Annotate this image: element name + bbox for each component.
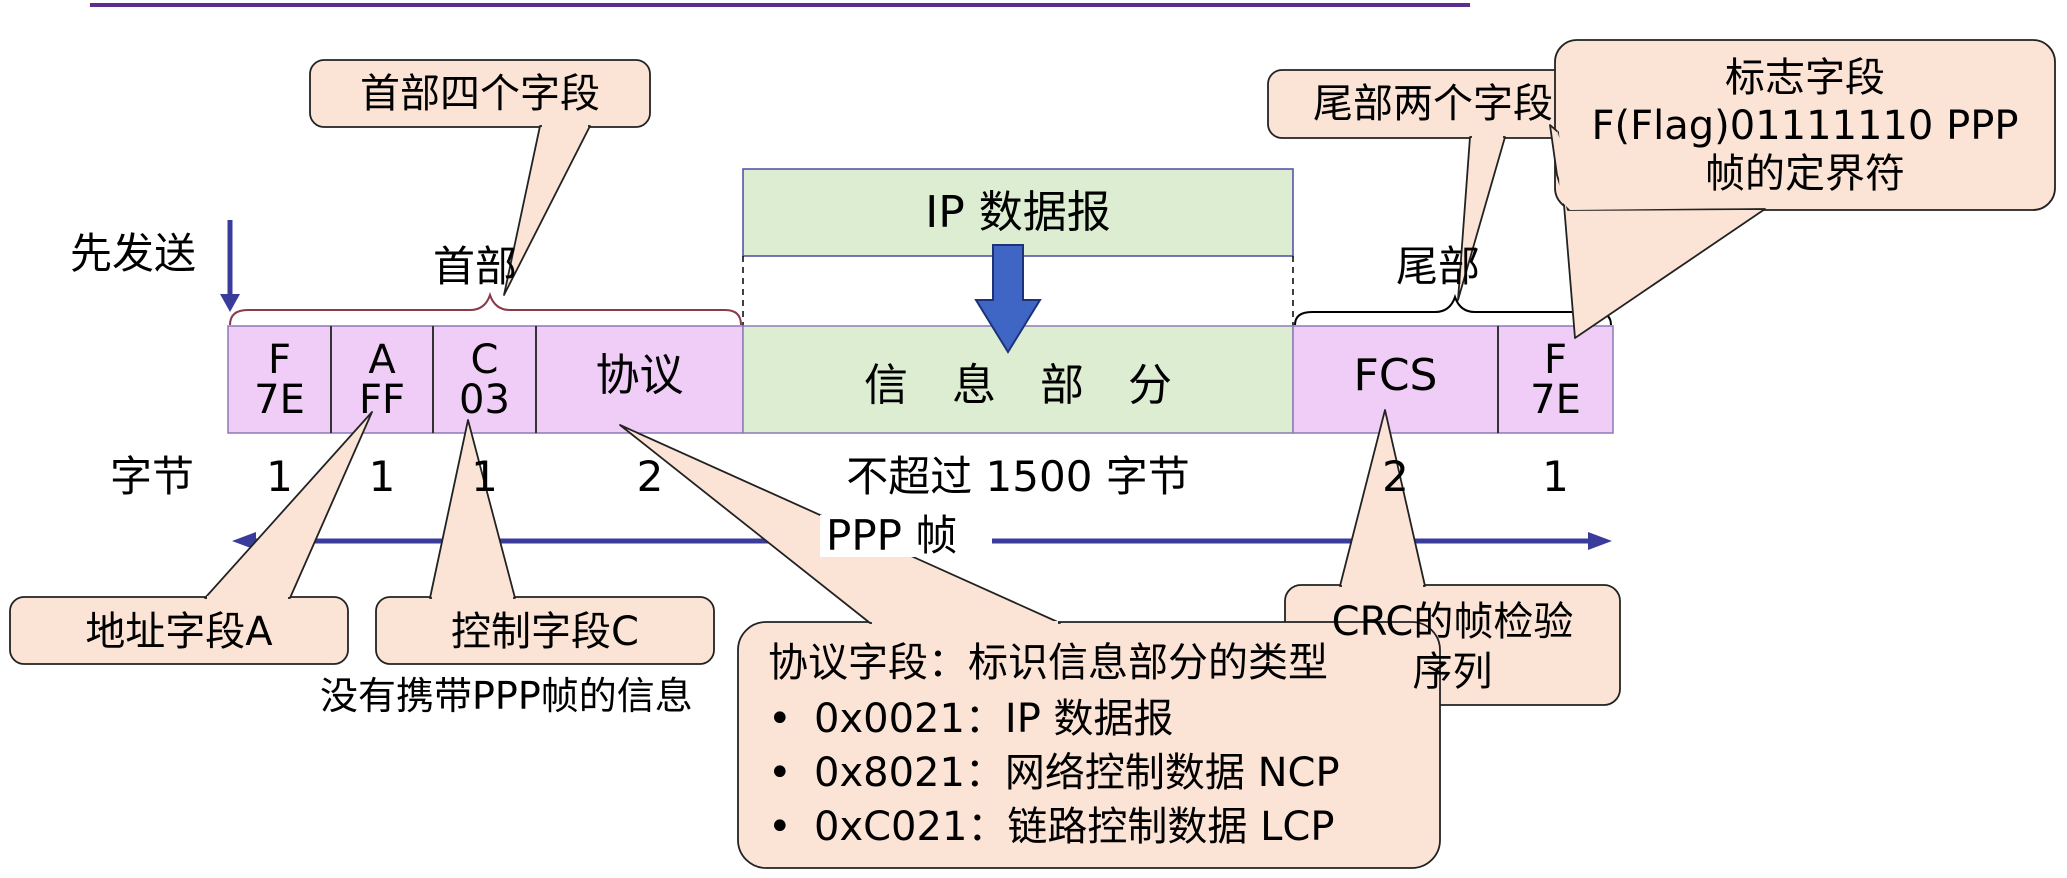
callout-flag-line3: 帧的定界符 [1705, 151, 1905, 197]
bytes-c: 1 [471, 452, 498, 501]
field-box-f-start [227, 325, 332, 434]
callout-address: 地址字段A [85, 609, 273, 655]
frame-length-arrow [232, 532, 1612, 550]
ip-datagram-label: IP 数据报 [925, 187, 1111, 238]
bytes-info: 不超过 1500 字节 [846, 452, 1190, 501]
field-box-fcs [1292, 325, 1499, 434]
field-box-info [742, 325, 1294, 434]
callout-crc-line2: 序列 [1412, 649, 1493, 695]
callout-address-shape [9, 411, 373, 665]
field-info: 信 息 部 分 [743, 336, 1293, 436]
field-protocol: 协议 [536, 326, 743, 426]
field-c: C 03 [433, 326, 536, 433]
field-box-a [330, 325, 434, 434]
field-a-value: FF [358, 376, 405, 423]
bytes-f-start: 1 [266, 452, 293, 501]
frame-label: PPP 帧 [820, 515, 964, 557]
field-fcs-name: FCS [1353, 350, 1438, 401]
bytes-protocol: 2 [636, 452, 664, 501]
callout-flag-line1: 标志字段 [1725, 55, 1885, 101]
trailer-label: 尾部 [1396, 242, 1481, 291]
callout-control-shape [375, 419, 715, 665]
bytes-label: 字节 [110, 452, 195, 501]
header-brace [229, 291, 742, 326]
callout-flag-line2: F(Flag)01111110 PPP [1591, 103, 2019, 149]
protocol-item-ip: 0x0021：IP 数据报 [768, 692, 1340, 746]
bytes-fcs: 2 [1382, 452, 1409, 501]
field-f-start: F 7E [228, 326, 331, 433]
callout-trailer-two-shape [1267, 69, 1599, 301]
down-arrow [974, 244, 1042, 354]
field-a-name: A [368, 336, 396, 383]
field-f-start-value: 7E [254, 376, 305, 423]
send-first-arrow [220, 220, 240, 312]
protocol-item-ncp: 0x8021：网络控制数据 NCP [768, 746, 1340, 800]
trailer-brace [1294, 293, 1612, 326]
bytes-a: 1 [368, 452, 396, 501]
field-protocol-name: 协议 [595, 350, 684, 401]
callout-header-four: 首部四个字段 [360, 71, 600, 117]
callout-flag-shape [1549, 39, 2056, 339]
field-box-c [432, 325, 537, 434]
field-f-end-value: 7E [1530, 376, 1581, 423]
protocol-item-lcp: 0xC021：链路控制数据 LCP [768, 800, 1340, 854]
callout-protocol-list: 0x0021：IP 数据报 0x8021：网络控制数据 NCP 0xC021：链… [768, 692, 1340, 854]
send-first-label: 先发送 [70, 229, 197, 278]
field-f-end: F 7E [1498, 326, 1613, 433]
callout-control: 控制字段C [451, 609, 639, 655]
callout-header-four-shape [309, 59, 651, 296]
field-a: A FF [331, 326, 433, 433]
field-info-name: 信 息 部 分 [864, 360, 1172, 411]
field-c-value: 03 [459, 376, 510, 423]
callout-trailer-two: 尾部两个字段 [1313, 81, 1553, 127]
bytes-f-end: 1 [1542, 452, 1569, 501]
field-f-end-name: F [1543, 336, 1567, 383]
callout-crc-line1: CRC的帧检验 [1331, 599, 1574, 645]
field-dividers [330, 326, 1499, 433]
callout-protocol-title: 协议字段：标识信息部分的类型 [768, 640, 1328, 686]
no-info-text: 没有携带PPP帧的信息 [320, 674, 693, 718]
header-label: 首部 [433, 242, 518, 291]
field-c-name: C [470, 336, 499, 383]
field-f-start-name: F [267, 336, 291, 383]
field-fcs: FCS [1293, 326, 1498, 426]
